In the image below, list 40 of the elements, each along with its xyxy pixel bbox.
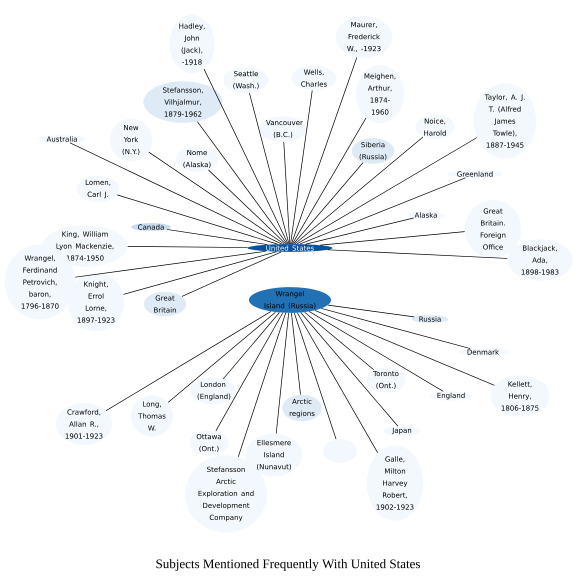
connector-line bbox=[300, 312, 398, 427]
connector-line bbox=[297, 312, 378, 454]
connector-line bbox=[290, 90, 313, 244]
chart-title: Subjects Mentioned Frequently With United States bbox=[156, 559, 420, 571]
connector-line bbox=[249, 92, 290, 244]
connector-line bbox=[238, 312, 286, 458]
connector-line bbox=[222, 312, 280, 380]
connector-line bbox=[304, 312, 374, 370]
connector-line bbox=[208, 170, 286, 244]
connector-line bbox=[168, 312, 276, 403]
connector-line bbox=[314, 310, 495, 386]
connector-line bbox=[305, 218, 414, 245]
connector-line bbox=[294, 312, 336, 440]
connector-line bbox=[292, 118, 366, 244]
connector-line bbox=[299, 177, 466, 244]
connector-line bbox=[293, 162, 364, 244]
connector-line bbox=[291, 312, 301, 395]
connector-line bbox=[204, 68, 288, 244]
connector-line bbox=[216, 312, 284, 432]
connector-line bbox=[116, 194, 278, 244]
connector-line bbox=[328, 249, 508, 259]
connector-line bbox=[106, 311, 272, 412]
connector-line bbox=[127, 246, 248, 248]
connector-line bbox=[283, 142, 290, 244]
connector-line bbox=[123, 251, 277, 295]
connector-line bbox=[166, 229, 268, 245]
connector-line bbox=[296, 137, 478, 244]
connector-line bbox=[74, 250, 266, 278]
connector-line bbox=[182, 252, 282, 297]
topic-bubble bbox=[323, 439, 357, 463]
connector-line bbox=[276, 312, 289, 434]
connector-line bbox=[294, 136, 424, 244]
connector-line bbox=[320, 231, 465, 246]
connector-line bbox=[148, 152, 284, 244]
connector-line bbox=[309, 311, 444, 392]
connector-line bbox=[70, 142, 282, 244]
connector-line bbox=[291, 57, 358, 244]
connector-line bbox=[197, 121, 288, 244]
connector-line bbox=[328, 304, 415, 318]
connector-line bbox=[321, 308, 471, 349]
